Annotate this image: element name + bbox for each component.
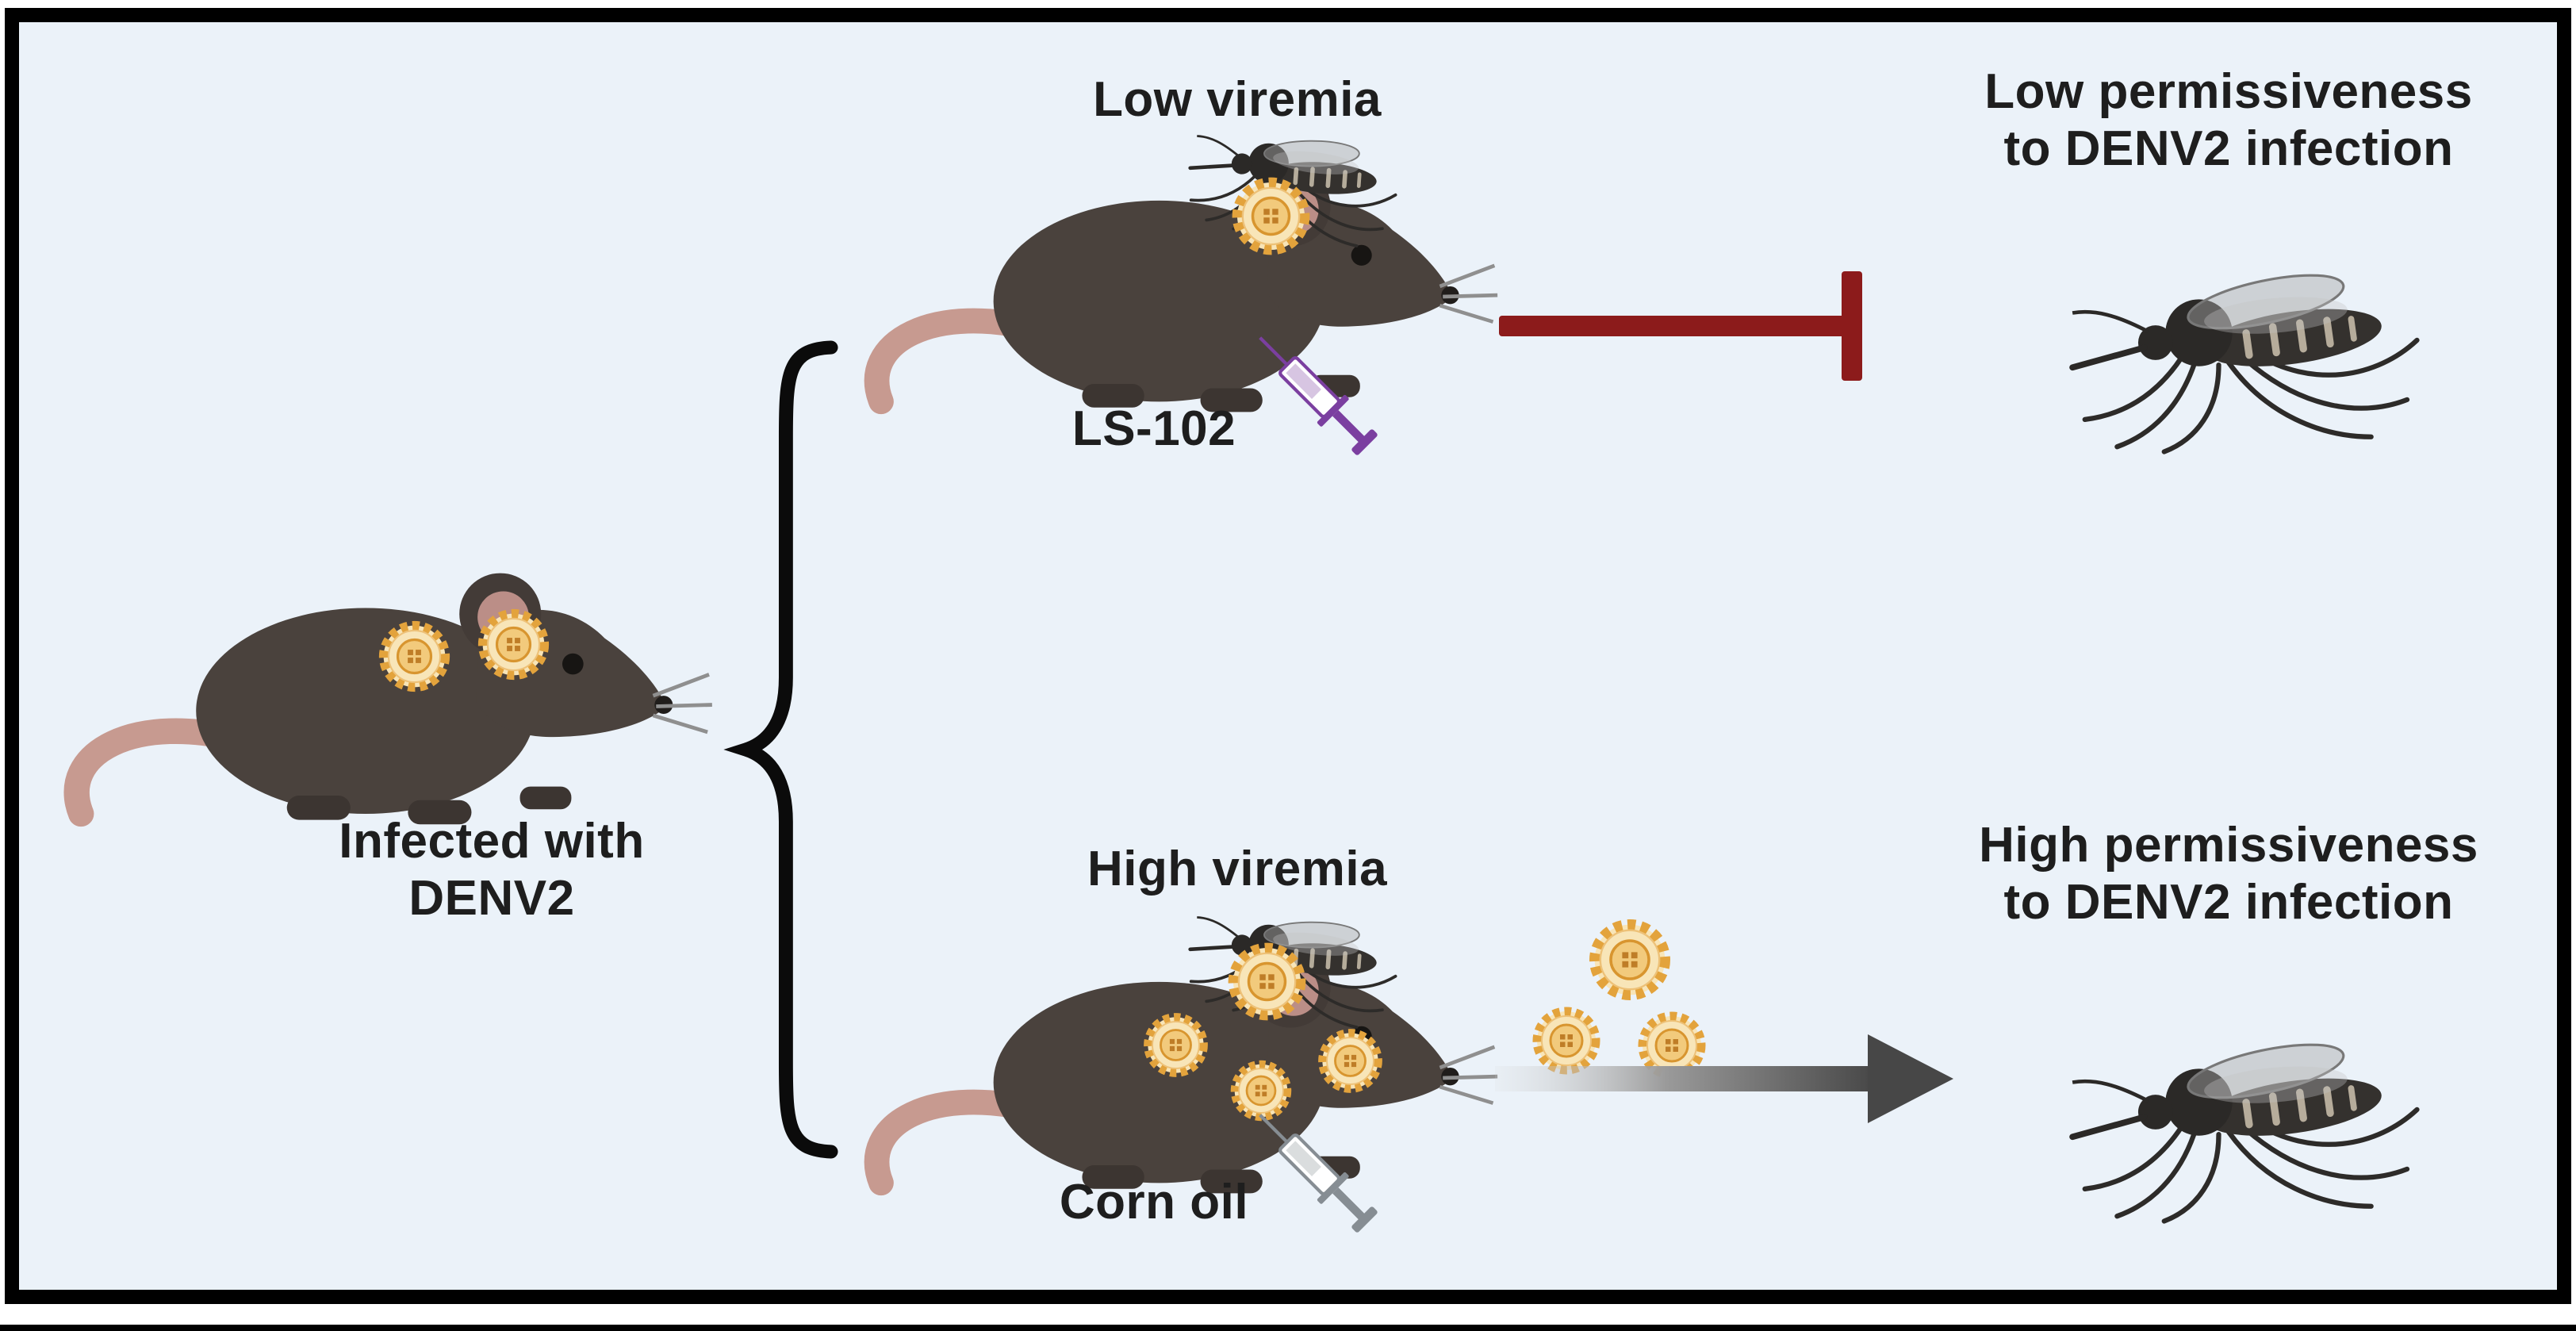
low-permissive-mosquito-icon <box>2030 206 2427 479</box>
infected-caption-line2: DENV2 <box>408 870 575 926</box>
high-viremia-text: High viremia <box>1087 842 1388 896</box>
high-viremia-label: High viremia <box>999 841 1475 898</box>
high-permissive-mosquito-icon <box>2030 976 2427 1249</box>
gradient-arrow-icon <box>1495 1034 1953 1123</box>
virus-particle-icon <box>1221 936 1313 1027</box>
infected-caption-line1: Infected with <box>339 814 645 869</box>
virus-particle-icon <box>1225 171 1317 262</box>
virus-particle-icon <box>373 615 456 698</box>
low-viremia-label: Low viremia <box>999 71 1475 128</box>
virus-particle-icon <box>1582 912 1677 1007</box>
low-outcome-label: Low permissiveness to DENV2 infection <box>1927 63 2530 178</box>
curly-brace-icon <box>723 340 838 1159</box>
low-viremia-text: Low viremia <box>1093 72 1382 127</box>
corn-oil-text: Corn oil <box>1059 1175 1249 1229</box>
virus-particle-icon <box>1138 1007 1213 1083</box>
low-outcome-line1: Low permissiveness <box>1984 64 2473 119</box>
infected-caption: Infected with DENV2 <box>238 813 746 927</box>
high-outcome-line2: to DENV2 infection <box>2003 874 2454 930</box>
blunt-inhibition-bar-icon <box>1499 271 1862 381</box>
high-outcome-label: High permissiveness to DENV2 infection <box>1927 817 2530 931</box>
ls102-text: LS-102 <box>1071 401 1236 456</box>
bottom-border-line <box>0 1325 2576 1331</box>
virus-particle-icon <box>1313 1023 1388 1099</box>
low-outcome-line2: to DENV2 infection <box>2003 121 2454 176</box>
virus-particle-icon <box>472 603 555 686</box>
corn-oil-label: Corn oil <box>1023 1174 1285 1231</box>
ls102-label: LS-102 <box>1023 401 1285 458</box>
high-outcome-line1: High permissiveness <box>1979 818 2478 873</box>
